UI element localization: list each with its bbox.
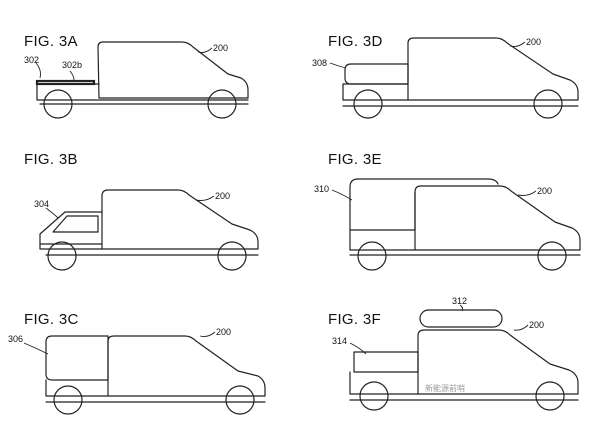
ref-roof-attachment: 312 [452, 296, 467, 306]
ref-vehicle: 200 [213, 43, 228, 53]
watermark: 新能源前哨 [425, 384, 465, 393]
vehicle-body [107, 335, 266, 397]
enclosed-box-attachment [344, 63, 409, 85]
rear-wheel [47, 241, 77, 271]
vehicle-body [407, 37, 579, 101]
figure-label: FIG. 3F [328, 311, 381, 328]
leader-line [45, 207, 59, 219]
flat-attachment [35, 79, 96, 86]
ref-vehicle: 200 [537, 186, 552, 196]
vehicle-body [417, 329, 579, 395]
ramp-inner [52, 215, 99, 233]
vehicle-bed [45, 379, 109, 397]
front-wheel [535, 381, 565, 411]
rear-box-attachment [353, 351, 419, 373]
figure-label: FIG. 3D [328, 33, 383, 50]
ref-vehicle: 200 [526, 37, 541, 47]
leader-line [331, 189, 353, 201]
leader-line [197, 47, 213, 53]
leader-line [517, 190, 537, 196]
leader-line [35, 62, 41, 79]
vehicle-body [101, 189, 259, 250]
ref-attachment: 310 [314, 184, 329, 194]
ref-attachment: 302 [24, 55, 39, 65]
leader-line [69, 70, 75, 81]
ref-vehicle: 200 [216, 327, 231, 337]
figure-3e: FIG. 3E 200 310 [300, 148, 600, 296]
vehicle-body [97, 41, 249, 99]
leader-line [329, 62, 347, 69]
figure-label: FIG. 3B [24, 151, 78, 168]
rear-wheel [359, 381, 389, 411]
leader-line [23, 342, 49, 355]
rear-wheel [43, 89, 73, 119]
vehicle-drawing-3f: FIG. 3F 200 312 314 [328, 296, 579, 411]
vehicle-drawing-3d: FIG. 3D 200 308 [312, 33, 579, 119]
leader-line [199, 331, 216, 337]
vehicle-bed [349, 371, 419, 395]
rear-wheel [353, 89, 383, 119]
front-wheel [533, 89, 563, 119]
ref-attachment: 308 [312, 58, 327, 68]
ref-attachment: 306 [8, 334, 23, 344]
ref-attachment: 304 [34, 199, 49, 209]
figure-3c: FIG. 3C 200 306 [0, 296, 300, 444]
figure-3d: FIG. 3D 200 308 [300, 0, 600, 148]
ref-attachment: 314 [332, 336, 347, 346]
front-wheel [217, 241, 247, 271]
leader-line [509, 41, 526, 47]
enclosure-top [357, 178, 499, 185]
vehicle-drawing-3b: FIG. 3B 200 304 [24, 151, 259, 271]
rear-wheel [53, 385, 83, 415]
ref-vehicle: 200 [529, 320, 544, 330]
figure-label: FIG. 3A [24, 33, 78, 50]
tall-enclosure-attachment [349, 178, 416, 231]
leader-line [513, 324, 529, 331]
figure-3b: FIG. 3B 200 304 [0, 148, 300, 296]
vehicle-body [414, 185, 581, 251]
vehicle-drawing-3c: FIG. 3C 200 306 [8, 311, 266, 415]
figure-label: FIG. 3C [24, 311, 79, 328]
leader-line [349, 342, 367, 355]
front-wheel [225, 385, 255, 415]
leader-line [195, 195, 215, 201]
roof-pod-attachment [419, 309, 503, 328]
front-wheel [207, 89, 237, 119]
figure-3f: FIG. 3F 200 312 314 [300, 296, 600, 444]
vehicle-bed [349, 229, 416, 251]
leader-line [459, 304, 464, 312]
cargo-box-attachment [45, 335, 109, 381]
ramp-attachment [39, 211, 103, 250]
figure-label: FIG. 3E [328, 151, 382, 168]
rear-wheel [357, 241, 387, 271]
ref-attachment-sub: 302b [62, 60, 82, 70]
figure-3a: FIG. 3A 200 302 302b [0, 0, 300, 148]
vehicle-drawing-3e: FIG. 3E 200 310 [314, 151, 581, 271]
vehicle-drawing-3a: FIG. 3A 200 302 302b [24, 33, 249, 119]
front-wheel [537, 241, 567, 271]
ref-vehicle: 200 [215, 191, 230, 201]
